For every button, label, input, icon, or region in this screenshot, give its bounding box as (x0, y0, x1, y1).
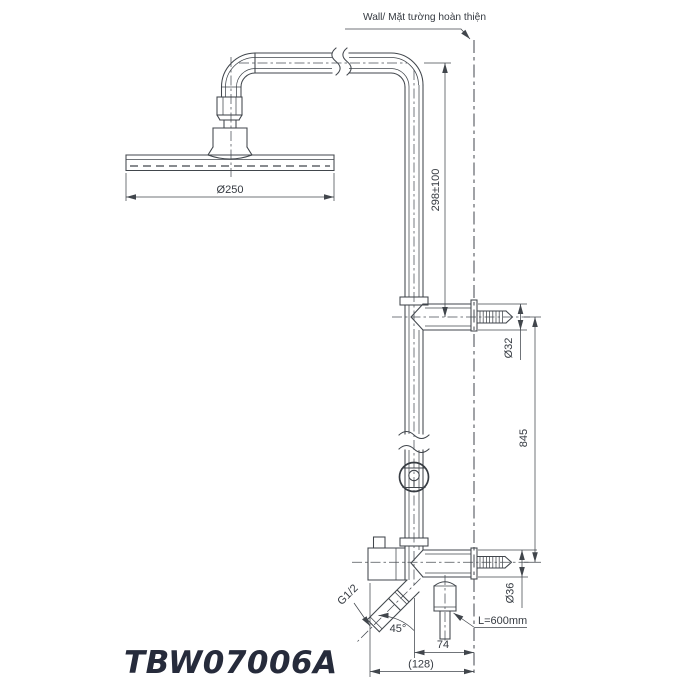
wall-reference-line: Wall/ Mặt tường hoàn thiện (345, 12, 486, 676)
dim-text-845: 845 (518, 429, 530, 447)
diverter-knob (372, 536, 386, 549)
wall-label: Wall/ Mặt tường hoàn thiện (363, 12, 486, 23)
lower-tee-chamfer (410, 549, 424, 578)
outlet-centerline (357, 578, 421, 642)
pipe-break-symbol (342, 47, 352, 76)
hand-shower-outlet (433, 575, 457, 644)
dim-text-250: Ø250 (217, 184, 244, 196)
dim-center-to-wall: 74 (414, 639, 474, 656)
dim-lower-connection-diameter: Ø36 (478, 549, 537, 608)
lower-valve-assembly (352, 536, 530, 581)
threaded-spigot-tip (504, 555, 513, 569)
hose-length-text: L=600mm (478, 615, 527, 627)
wall-leader-line (345, 28, 471, 40)
dim-text-32: Ø32 (503, 338, 515, 359)
riser-top-elbow (390, 52, 424, 88)
shower-head (125, 154, 335, 172)
model-number: TBW07006A (124, 645, 338, 681)
dim-overall-depth: (128) (369, 583, 474, 677)
dim-upper-connection-diameter: Ø32 (478, 303, 527, 360)
wall-flange (470, 547, 478, 580)
dim-head-diameter: Ø250 (125, 173, 335, 201)
dim-text-74: 74 (437, 639, 449, 651)
dim-wall-to-elbow: 298±100 (424, 62, 451, 317)
dim-text-298: 298±100 (430, 169, 442, 212)
pipe-break-symbol (331, 47, 341, 76)
riser-pipe (398, 70, 430, 586)
label-outlet-angle: 45° (378, 598, 415, 658)
knob-circle (398, 461, 430, 493)
dim-text-36: Ø36 (505, 583, 517, 604)
diagonal-outlet (357, 578, 421, 642)
dim-riser-length: 845 (518, 316, 541, 563)
label-hand-shower-thread: G1/2 (335, 582, 371, 627)
angle-text: 45° (390, 623, 407, 635)
label-hose-length: L=600mm (453, 612, 527, 628)
g12-text: G1/2 (335, 582, 360, 607)
shower-arm-elbow (220, 52, 256, 177)
slide-knob (398, 461, 430, 493)
top-pipe (239, 47, 407, 76)
wall-flange (470, 299, 478, 332)
dim-text-128: (128) (408, 659, 434, 671)
shower-head-mount (207, 96, 253, 160)
